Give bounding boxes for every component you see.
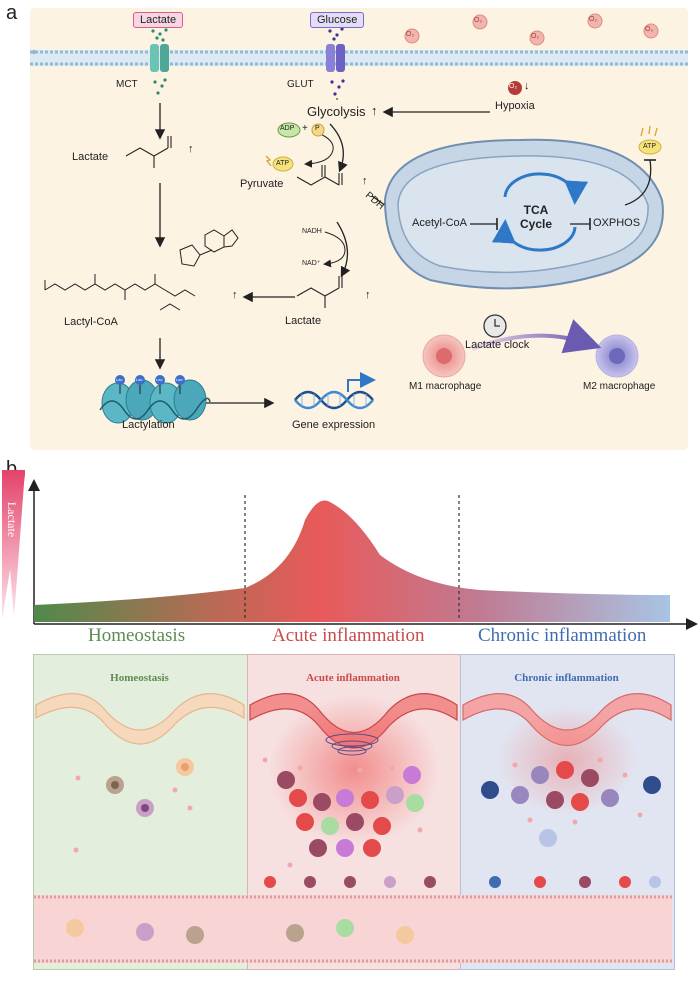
lactate-curve-chart: [2, 470, 698, 630]
lactyl-coa-label: Lactyl-CoA: [64, 316, 118, 328]
m1-macrophage-cell-icon: [422, 334, 466, 378]
phase-label-chronic: Chronic inflammation: [478, 625, 647, 646]
cytokine-storm-icon: [325, 733, 379, 756]
panel-a-drawing: [30, 13, 688, 424]
o2-label-2: O₂: [474, 17, 483, 24]
o2-label-5: O₂: [645, 26, 654, 33]
lactyl-coa-structure-icon: [44, 229, 239, 311]
pyruvate-structure-icon: [296, 165, 343, 186]
lactate-clock-arrow: [471, 319, 602, 354]
lac-badge-4: Lac: [176, 377, 183, 382]
homeostasis-epithelium: [35, 693, 245, 745]
lac-badge-1: Lac: [116, 377, 123, 382]
glucose-tag: Glucose: [310, 12, 365, 28]
panel-a-letter: a: [6, 2, 18, 24]
hypoxia-o2-icon: [508, 81, 522, 95]
adp-label: ADP: [280, 125, 295, 132]
atp-oxphos-label: ATP: [643, 143, 657, 150]
m1-macrophage-label: M1 macrophage: [409, 381, 482, 392]
atp-badge-icon: [265, 155, 294, 172]
lactyl-coa-up-arrow: ↑: [232, 289, 238, 301]
panel-title-chronic: Chronic inflammation: [514, 672, 619, 684]
pyruvate-up-arrow: ↑: [362, 175, 368, 187]
cell-membrane: [30, 49, 688, 66]
phase-label-homeostasis: Homeostasis: [88, 625, 186, 646]
glycolysis-up-arrow: ↑: [371, 103, 378, 118]
lactate-left-label: Lactate: [72, 151, 109, 163]
glut-label: GLUT: [287, 79, 314, 90]
legend-box: [33, 977, 673, 989]
phosphate-label: P: [315, 125, 320, 132]
homeostasis-cells: [73, 758, 194, 853]
acute-cells: [262, 757, 424, 868]
o2-hypoxia-label: O₂: [509, 83, 518, 90]
hypoxia-down-arrow: ↓: [524, 80, 530, 92]
tissue-illustrations: [34, 693, 672, 963]
y-axis-lactate-label: Lactate: [5, 501, 20, 538]
mct-transporter-icon: [150, 28, 169, 95]
lactate-right-label: Lactate: [285, 315, 322, 327]
o2-label-1: O₂: [406, 31, 415, 38]
glycolysis-label: Glycolysis: [307, 104, 366, 119]
phosphate-icon: [311, 123, 325, 137]
lac-badge-3: Lac: [156, 377, 163, 382]
lactate-structure-right-icon: [296, 276, 343, 308]
lactate-right-up-arrow: ↑: [365, 289, 371, 301]
lactylation-label: Lactylation: [122, 419, 175, 431]
panel-b-letter: b: [6, 458, 18, 480]
hypoxia-label: Hypoxia: [495, 100, 535, 112]
adp-badge-icon: [277, 122, 301, 138]
gene-expression-label: Gene expression: [292, 419, 376, 431]
lactate-tag: Lactate: [133, 12, 184, 28]
lactate-curve-area: [34, 500, 670, 622]
phase-label-acute: Acute inflammation: [272, 625, 425, 646]
lactate-structure-left-icon: [125, 136, 172, 168]
nadh-label: NADH: [302, 228, 322, 235]
dna-helix-icon: [294, 372, 376, 410]
o2-label-3: O₂: [531, 33, 540, 40]
tca-cycle-arrows-icon: [491, 172, 589, 252]
acetyl-coa-label: Acetyl-CoA: [412, 217, 468, 229]
nad-label: NAD⁺: [302, 260, 321, 267]
oxygen-molecules: [404, 13, 659, 46]
plus-label: +: [302, 123, 308, 134]
vessel-cells: [66, 876, 661, 944]
lactate-left-up-arrow: ↑: [188, 143, 194, 155]
oxphos-label: OXPHOS: [593, 217, 641, 229]
pyruvate-label: Pyruvate: [240, 178, 284, 190]
atp-oxphos-badge-icon: [638, 125, 662, 155]
lactate-clock-label: Lactate clock: [465, 339, 530, 351]
o2-label-4: O₂: [589, 16, 598, 23]
clock-icon: [483, 314, 507, 338]
lac-badge-2: Lac: [136, 377, 143, 382]
chronic-cells: [481, 757, 661, 847]
m2-macrophage-cell-icon: [595, 334, 639, 378]
mct-label: MCT: [116, 79, 138, 90]
m2-macrophage-label: M2 macrophage: [583, 381, 656, 392]
atp-label: ATP: [276, 160, 290, 167]
panel-title-homeostasis: Homeostasis: [110, 672, 169, 684]
tca-cycle-label: TCA Cycle: [519, 203, 553, 231]
nucleosome-chromatin-icon: [99, 375, 211, 424]
glut-transporter-icon: [326, 27, 345, 96]
panel-title-acute: Acute inflammation: [306, 672, 400, 684]
